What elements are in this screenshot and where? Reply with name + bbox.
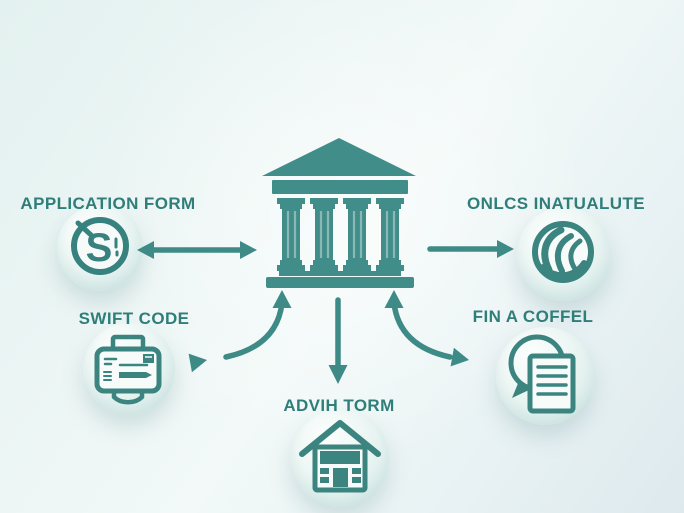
arrows <box>137 240 514 384</box>
currency-circle-icon: S <box>71 217 129 275</box>
arrow-bank-onlcs <box>427 240 514 258</box>
arrow-bank-advih-torm <box>328 297 348 384</box>
bank-columns <box>277 198 404 271</box>
house-icon <box>299 420 381 493</box>
onlcs-inatualute-label: ONLCS INATUALUTE <box>467 194 645 213</box>
waves-circle-icon <box>532 221 594 283</box>
arrow-bank-application-form <box>137 241 257 259</box>
terminal-machine-icon <box>94 334 162 405</box>
svg-text:S: S <box>86 226 113 270</box>
arrow-bank-fin-a-coffel <box>384 290 469 367</box>
application-form-label: APPLICATION FORM <box>20 194 196 213</box>
fin-a-coffel-label: FIN A COFFEL <box>472 307 594 326</box>
swift-code-label: SWIFT CODE <box>78 309 190 328</box>
advih-torm-label: ADVIH TORM <box>283 396 395 415</box>
bank-building-icon <box>262 138 416 288</box>
arrow-bank-swift-code <box>188 290 292 373</box>
chat-document-icon <box>508 334 576 414</box>
